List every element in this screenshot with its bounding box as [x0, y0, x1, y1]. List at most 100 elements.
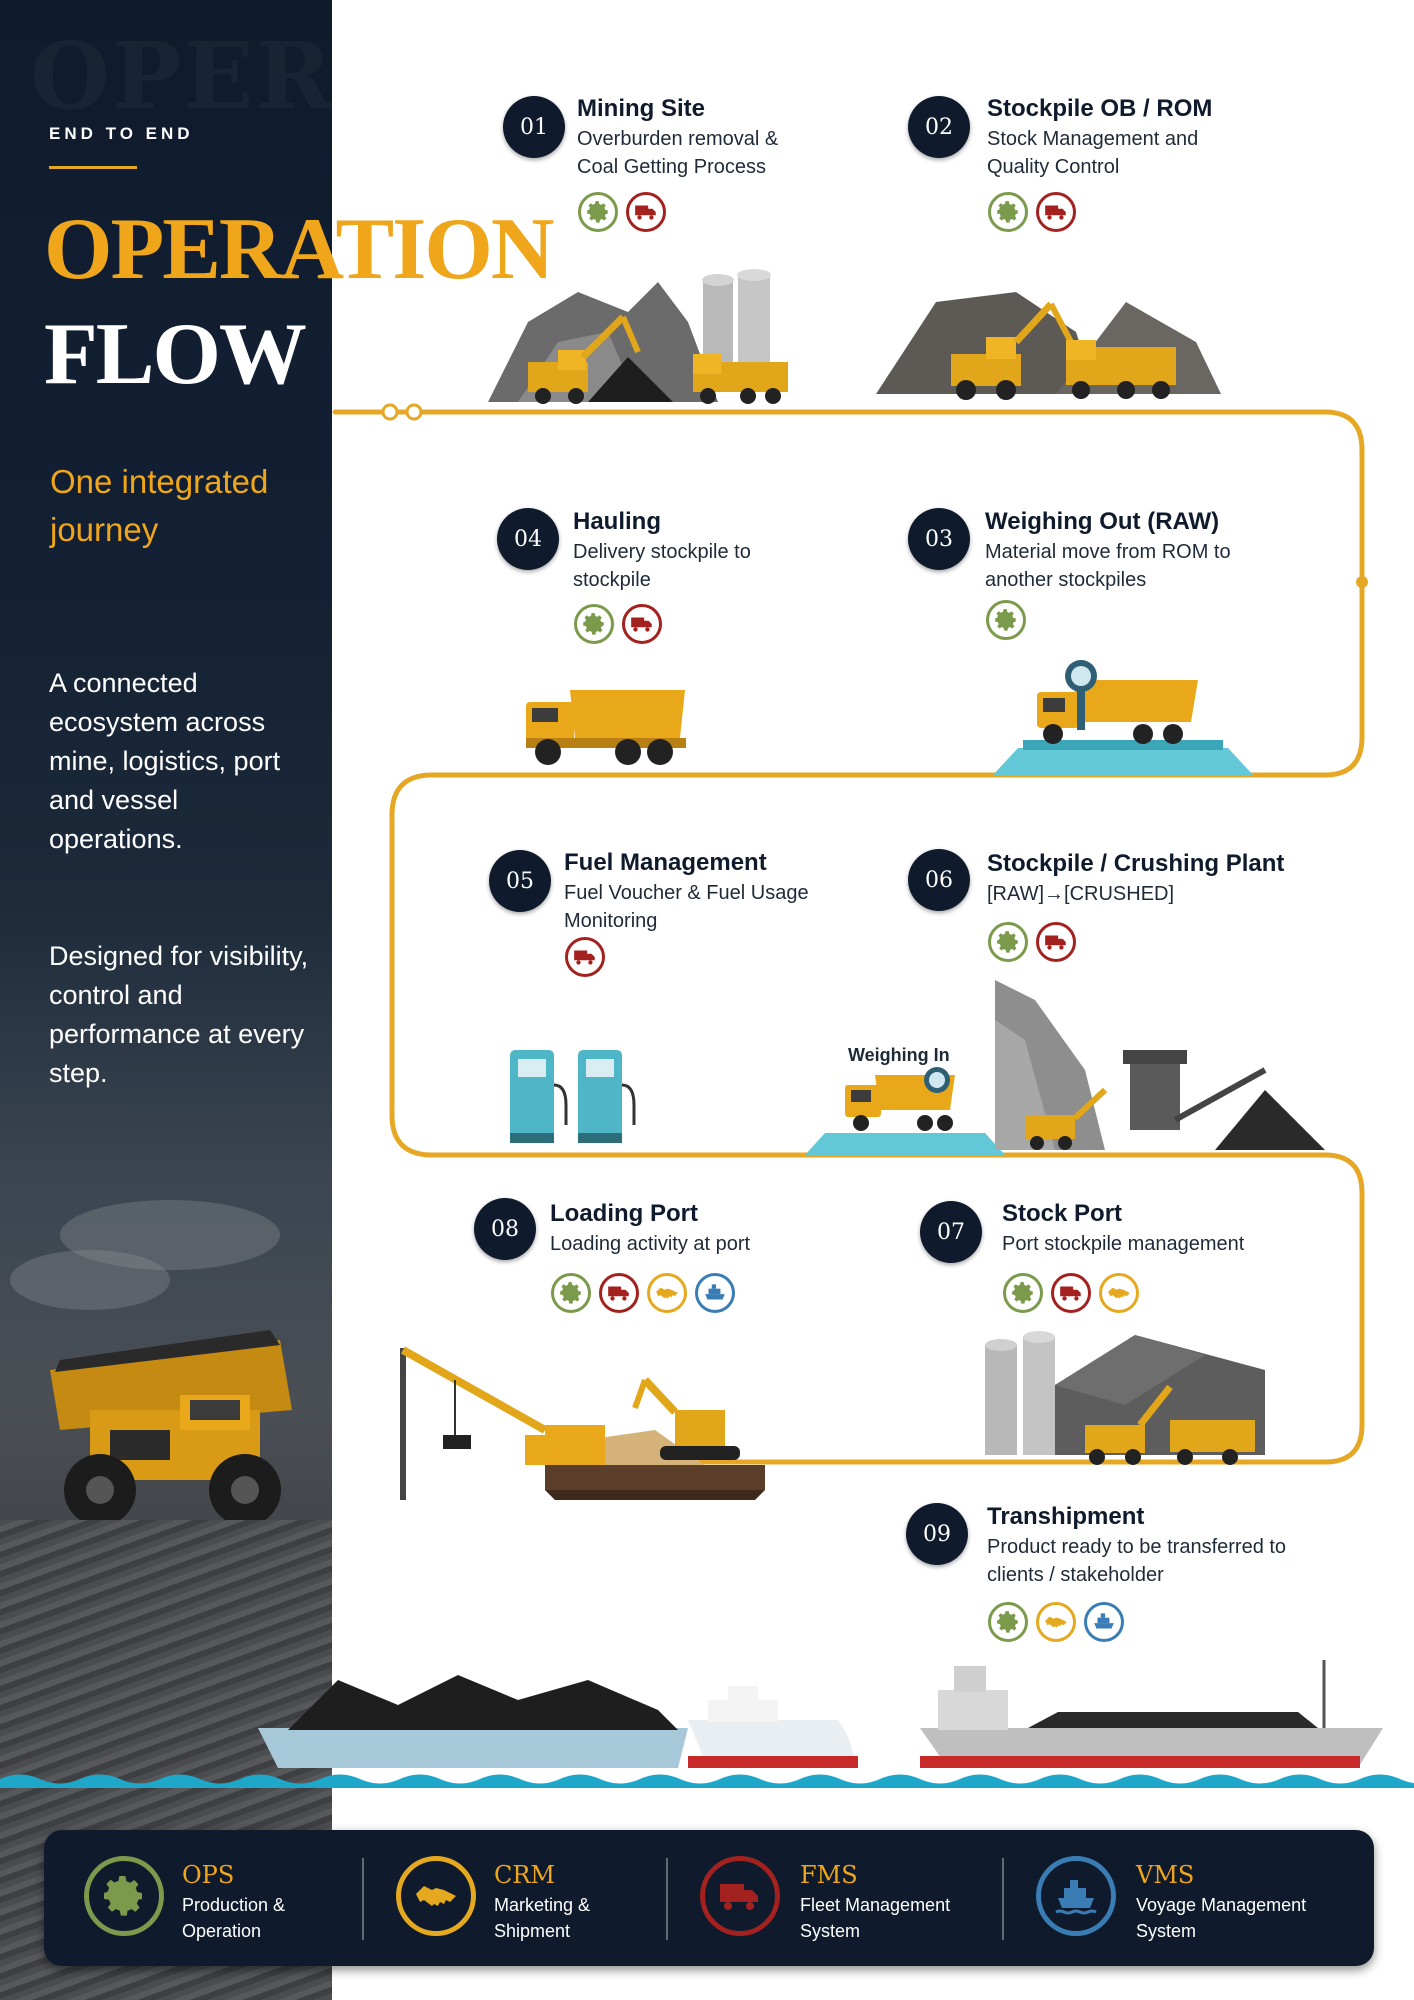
truck-icon: [599, 1273, 639, 1313]
legend-divider: [666, 1858, 668, 1940]
step-system-icons: [551, 1273, 735, 1313]
legend-crm-label: Marketing &Shipment: [494, 1895, 591, 1941]
step-number-badge: 06: [908, 849, 970, 911]
dust-cloud: [10, 1250, 170, 1310]
step-system-icons: [986, 600, 1026, 640]
gear-icon: [578, 192, 618, 232]
handshake-icon: [647, 1273, 687, 1313]
gear-icon: [551, 1273, 591, 1313]
step-title: Weighing Out (RAW): [985, 508, 1220, 535]
step-title: Mining Site: [577, 95, 705, 122]
step-number-badge: 09: [906, 1503, 968, 1565]
description-ecosystem: A connected ecosystem across mine, logis…: [49, 668, 281, 854]
gear-icon: [84, 1856, 164, 1936]
step-title: Stock Port: [1002, 1200, 1123, 1227]
loading-port-illustration: [400, 1346, 765, 1500]
step-system-icons: [578, 192, 666, 232]
truck-icon: [622, 604, 662, 644]
tagline: One integrated journey: [50, 463, 269, 548]
step-description: Material move from ROM to another stockp…: [985, 541, 1231, 591]
title-operation: OPERATION: [44, 201, 554, 298]
weighing-out-illustration: [993, 660, 1253, 775]
ship-icon: [1084, 1602, 1124, 1642]
legend-ops-code: OPS: [182, 1861, 235, 1889]
step-number-badge: 02: [908, 96, 970, 158]
truck-icon: [1036, 922, 1076, 962]
fuel-pump-illustration: [510, 1050, 636, 1143]
step-title: Fuel Management: [564, 849, 767, 876]
step-system-icons: [988, 1602, 1124, 1642]
legend-divider: [1002, 1858, 1004, 1940]
legend-fms-code: FMS: [800, 1861, 858, 1889]
hauling-truck-illustration: [526, 690, 686, 765]
step-system-icons: [988, 922, 1076, 962]
haul-truck-photo-icon: [50, 1330, 292, 1526]
gear-icon: [574, 604, 614, 644]
truck-icon: [1051, 1273, 1091, 1313]
truck-icon: [626, 192, 666, 232]
step-description: Loading activity at port: [550, 1233, 751, 1255]
step-description: Delivery stockpile to stockpile: [573, 541, 751, 591]
water-waves: [0, 1774, 1414, 1788]
legend-crm[interactable]: CRM Marketing &Shipment: [396, 1830, 656, 1966]
step-title: Transhipment: [987, 1503, 1145, 1530]
legend-ops-label: Production &Operation: [182, 1895, 286, 1941]
step-number-badge: 04: [497, 508, 559, 570]
step-title: Hauling: [573, 508, 661, 535]
step-system-icons: [574, 604, 662, 644]
legend-divider: [362, 1858, 364, 1940]
step-description: Product ready to be transferred to clien…: [987, 1536, 1287, 1586]
description-visibility: Designed for visibility, control and per…: [49, 941, 309, 1088]
stock-port-illustration: [985, 1331, 1265, 1465]
handshake-icon: [396, 1856, 476, 1936]
gear-icon: [1003, 1273, 1043, 1313]
step-number-badge: 07: [920, 1201, 982, 1263]
step-number-badge: 08: [474, 1198, 536, 1260]
title-flow: FLOW: [44, 306, 307, 403]
weighing-in-label: Weighing In: [848, 1045, 950, 1065]
truck-icon: [1036, 192, 1076, 232]
step-system-icons: [988, 192, 1076, 232]
legend-ops[interactable]: OPS Production &Operation: [84, 1830, 344, 1966]
legend-crm-code: CRM: [494, 1861, 556, 1889]
gear-icon: [988, 922, 1028, 962]
step-description: Fuel Voucher & Fuel Usage Monitoring: [564, 882, 809, 932]
step-number-badge: 05: [489, 850, 551, 912]
gear-icon: [988, 192, 1028, 232]
dust-cloud: [60, 1200, 280, 1270]
step-description: Stock Management and Quality Control: [987, 128, 1199, 178]
legend-vms-code: VMS: [1136, 1861, 1195, 1889]
system-legend-bar: OPS Production &Operation CRM Marketing …: [44, 1830, 1374, 1966]
step-number-badge: 03: [908, 508, 970, 570]
step-description: [RAW]→[CRUSHED]: [987, 883, 1175, 905]
step-number-badge: 01: [503, 96, 565, 158]
step-description: Port stockpile management: [1002, 1233, 1245, 1255]
step-system-icons: [565, 937, 605, 977]
eyebrow-divider: [49, 166, 137, 169]
left-panel: OPERATION END TO END: [0, 0, 332, 2000]
handshake-icon: [1099, 1273, 1139, 1313]
ship-icon: [1036, 1856, 1116, 1936]
gear-icon: [986, 600, 1026, 640]
crushing-plant-illustration: [995, 980, 1325, 1150]
step-description: Overburden removal & Coal Getting Proces…: [577, 128, 779, 178]
truck-icon: [700, 1856, 780, 1936]
truck-icon: [565, 937, 605, 977]
mining-site-illustration: [488, 269, 788, 404]
stockpile-rom-illustration: [876, 292, 1221, 400]
step-title: Loading Port: [550, 1200, 698, 1227]
step-title: Stockpile OB / ROM: [987, 95, 1213, 122]
gear-icon: [988, 1602, 1028, 1642]
eyebrow-text: END TO END: [49, 124, 194, 143]
weighing-in-illustration: [805, 1067, 1005, 1155]
step-title: Stockpile / Crushing Plant: [987, 850, 1285, 877]
step-system-icons: [1003, 1273, 1139, 1313]
ship-icon: [695, 1273, 735, 1313]
vessel-and-barge-illustration: [258, 1660, 1383, 1768]
handshake-icon: [1036, 1602, 1076, 1642]
